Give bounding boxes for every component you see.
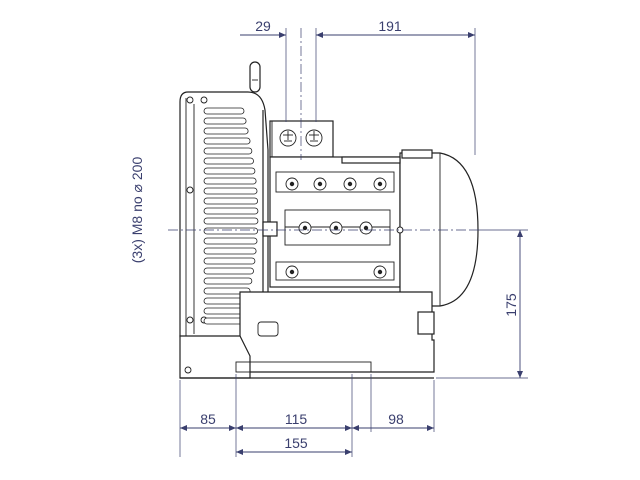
dim-175: 175 <box>503 293 519 317</box>
left-note: (3x) M8 no ⌀ 200 <box>129 157 145 264</box>
shaft-coupling <box>262 221 278 237</box>
cooling-fin <box>203 247 257 255</box>
dim-115: 115 <box>285 411 308 427</box>
bolt-center <box>289 181 295 187</box>
blower-assembly <box>179 61 479 379</box>
cooling-fin <box>203 187 258 195</box>
bottom-dimensions: 85 115 98 155 <box>179 374 435 457</box>
cooling-fin <box>203 107 245 115</box>
cooling-fin <box>203 257 256 265</box>
bolt-center <box>377 181 383 187</box>
cooling-fin <box>203 267 254 275</box>
top-dimensions: 29 191 <box>240 18 476 155</box>
cooling-fins <box>203 107 259 325</box>
cooling-fin <box>203 207 259 215</box>
terminal-box <box>269 120 334 158</box>
bolt-circle-note: (3x) M8 no ⌀ 200 <box>129 157 145 264</box>
bolt-center <box>363 225 369 231</box>
right-dimension: 175 <box>436 229 528 379</box>
dim-98: 98 <box>388 411 404 427</box>
lifting-eye <box>249 61 261 93</box>
bolt-center <box>377 269 383 275</box>
bolt-center <box>289 269 295 275</box>
dim-85: 85 <box>200 411 216 427</box>
cooling-fin <box>203 177 257 185</box>
frame-bolts <box>285 177 387 279</box>
cooling-fin <box>203 157 254 165</box>
cooling-fin <box>203 167 256 175</box>
dim-155: 155 <box>284 435 308 451</box>
bolt-center <box>333 225 339 231</box>
bolt-center <box>317 181 323 187</box>
dim-191: 191 <box>378 18 402 34</box>
cooling-fin <box>203 117 247 125</box>
cooling-fin <box>203 277 253 285</box>
cooling-fin <box>203 127 249 135</box>
cooling-fin <box>203 237 258 245</box>
dim-29: 29 <box>255 18 271 34</box>
cooling-fin <box>203 217 259 225</box>
bolt-center <box>302 225 308 231</box>
cooling-fin <box>203 147 253 155</box>
cooling-fin <box>203 227 259 235</box>
cooling-fin <box>203 287 251 295</box>
cooling-fin <box>203 137 251 145</box>
cooling-fin <box>203 317 245 325</box>
base-foot <box>179 291 435 379</box>
housing-rim <box>185 98 195 340</box>
bolt-center <box>347 181 353 187</box>
cooling-fin <box>203 197 259 205</box>
